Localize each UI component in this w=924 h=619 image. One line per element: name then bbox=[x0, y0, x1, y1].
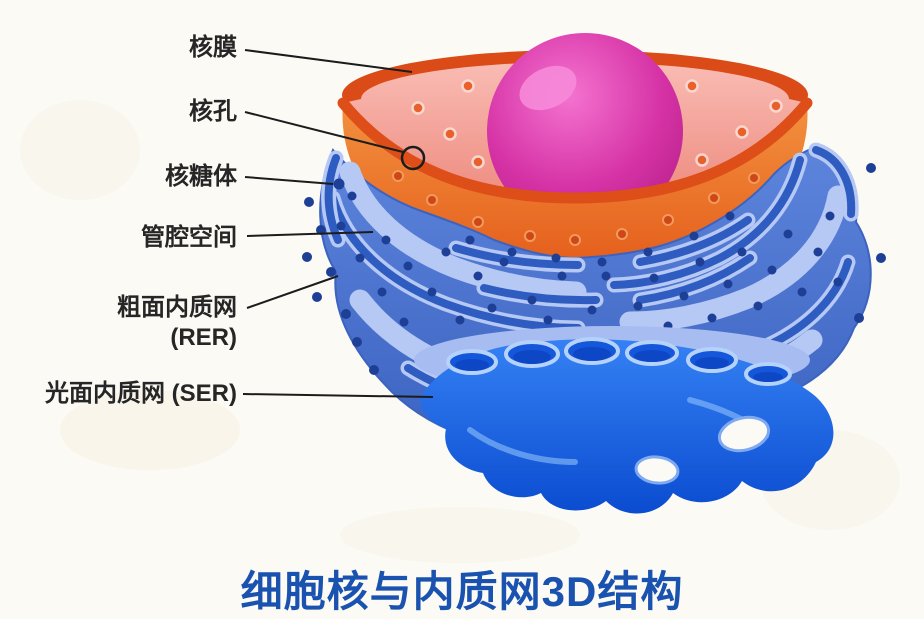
label-rough-er-name: 粗面内质网 bbox=[117, 294, 237, 321]
leader-lines bbox=[242, 49, 434, 398]
nucleolus bbox=[487, 33, 683, 229]
smooth-er-holes bbox=[634, 415, 771, 485]
diagram-title: 细胞核与内质网3D结构 bbox=[240, 568, 684, 615]
nucleolus-highlight bbox=[519, 65, 577, 111]
leader-line-nuclear-pore bbox=[244, 111, 404, 153]
ribosome-dot-labeled bbox=[333, 178, 345, 190]
leader-line-ribosome bbox=[244, 176, 334, 185]
nuclear-pore-marker-circle bbox=[400, 145, 426, 171]
label-rough-er-abbr: (RER) bbox=[170, 324, 237, 351]
leader-line-rough-er bbox=[246, 275, 339, 309]
label-nuclear-membrane: 核膜 bbox=[189, 34, 237, 61]
nuclear-pores-front bbox=[392, 170, 760, 246]
ribosome-dots bbox=[302, 163, 886, 375]
label-nuclear-pore: 核孔 bbox=[189, 98, 237, 125]
label-ribosome: 核糖体 bbox=[165, 163, 237, 190]
smooth-er-body bbox=[420, 339, 834, 514]
label-lumen-space: 管腔空间 bbox=[141, 224, 237, 251]
leader-line-smooth-er bbox=[242, 393, 434, 398]
nuclear-pores-inner bbox=[411, 79, 783, 169]
leader-line-nuclear-membrane bbox=[244, 49, 413, 73]
label-rough-er: 粗面内质网 (RER) bbox=[117, 293, 237, 353]
label-smooth-er: 光面内质网 (SER) bbox=[45, 380, 237, 407]
leader-line-lumen-space bbox=[246, 231, 374, 237]
smooth-er bbox=[420, 337, 834, 514]
tubule-openings bbox=[446, 337, 792, 386]
